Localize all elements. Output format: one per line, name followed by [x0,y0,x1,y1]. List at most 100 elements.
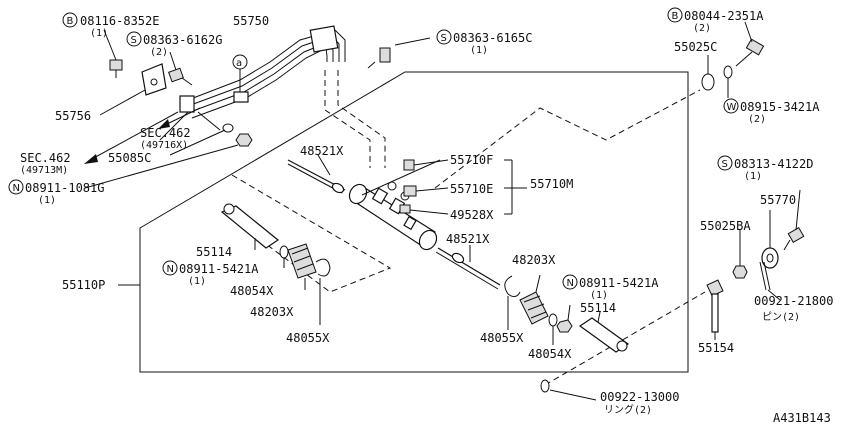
washer-left [279,245,289,268]
ref-a-marker: a [232,54,248,92]
svg-text:N: N [567,278,574,289]
label-08911-g-qty: (1) [38,195,56,206]
boot-48203x-right [519,274,549,325]
svg-text:N: N [167,264,174,275]
label-48055x-b: 48055X [480,331,524,345]
ref-a-text: a [236,58,242,69]
label-48521x-a: 48521X [300,144,344,158]
label-08915: 08915-3421A [740,100,820,114]
nut-08911-a2 [556,304,573,333]
ring-00922 [540,379,597,401]
master-cylinder [348,181,438,251]
bolt-08116 [103,29,123,78]
label-sec462-a: SEC.462 [140,126,191,140]
label-55710f: 55710F [450,153,493,167]
label-49528x: 49528X [450,208,494,222]
svg-text:B: B [67,16,74,27]
assembly-outline [139,71,689,373]
bolt-08363-g [168,51,193,86]
label-00922-sub: リング(2) [604,403,652,416]
valve-parts [361,159,527,215]
label-08313-qty: (1) [744,171,762,182]
label-55710e: 55710E [450,182,493,196]
label-00921: 00921-21800 [754,294,833,308]
svg-text:S: S [131,35,137,46]
sec-arrows [84,107,201,164]
washer-55025ba [732,230,748,279]
label-sec462-a-sub: (49716X) [140,140,188,151]
label-08313: 08313-4122D [734,157,813,171]
rod-end-55154 [706,279,724,340]
mark-w-08915: W [723,98,739,114]
label-08116-qty: (1) [90,28,108,39]
label-55154: 55154 [698,341,734,355]
dashed-reference-lines [231,70,706,386]
mark-n-08911-g: N [8,179,24,195]
bracket-55756 [99,63,167,116]
svg-text:W: W [727,102,737,113]
mark-n-08911-a1: N [162,260,178,276]
label-48203x-a: 48203X [250,305,294,319]
washer-55025c [701,55,715,91]
push-rod-b [435,245,501,290]
label-55770: 55770 [760,193,796,207]
svg-text:N: N [13,183,20,194]
label-sec462-b: SEC.462 [20,151,71,165]
pin-00921 [759,261,781,301]
label-08915-qty: (2) [748,114,766,125]
lever-55114-right [578,311,630,353]
label-08044-qty: (2) [693,23,711,34]
washer-08915 [723,65,733,98]
drawing-code: A431B143 [773,411,831,425]
label-48054x-b: 48054X [528,347,572,361]
label-08363-g: 08363-6162G [143,33,222,47]
washer-right [548,313,558,345]
label-55085c: 55085C [108,151,151,165]
label-08363-g-qty: (2) [150,47,168,58]
label-55756: 55756 [55,109,91,123]
label-00921-sub: ピン(2) [762,311,800,323]
label-08911-a1-qty: (1) [188,276,206,287]
label-08911-a2-qty: (1) [590,290,608,301]
label-08363-c: 08363-6165C [453,31,532,45]
label-08911-a1: 08911-5421A [179,262,259,276]
mark-n-08911-a2: N [562,274,578,290]
label-48203x-b: 48203X [512,253,556,267]
bracket-55770 [761,210,779,269]
label-55710m: 55710M [530,177,573,191]
label-48521x-b: 48521X [446,232,490,246]
label-55025c: 55025C [674,40,717,54]
mark-b-08116: B [62,12,78,28]
bolt-08044 [735,21,765,67]
label-48055x-a: 48055X [286,331,330,345]
push-rod-a [287,154,346,194]
label-55025ba: 55025BA [700,219,751,233]
label-sec462-b-sub: (49713M) [20,165,68,176]
bolt-08313 [783,189,805,251]
mark-s-08363-g: S [126,31,142,47]
nut-08911-g [84,133,253,189]
svg-text:B: B [672,11,679,22]
label-08363-c-qty: (1) [470,45,488,56]
mark-s-08363-c: S [436,29,452,45]
brake-pipes [159,25,346,141]
label-08044: 08044-2351A [684,9,764,23]
washer-55085c [169,123,234,156]
label-08116: 08116-8352E [80,14,159,28]
clip-48055x-right [504,275,521,330]
boot-48203x-left [287,243,317,290]
label-55114-a: 55114 [196,245,232,259]
label-48054x-a: 48054X [230,284,274,298]
label-00922: 00922-13000 [600,390,679,404]
mark-b-08044: B [667,7,683,23]
lever-55114-left [220,203,280,250]
label-55114-b: 55114 [580,301,616,315]
bolt-08363-c [367,37,431,69]
label-55750: 55750 [233,14,269,28]
svg-text:S: S [441,33,447,44]
label-55110p: 55110P [62,278,105,292]
clip-48055x-left [315,258,331,325]
mark-s-08313: S [717,155,733,171]
